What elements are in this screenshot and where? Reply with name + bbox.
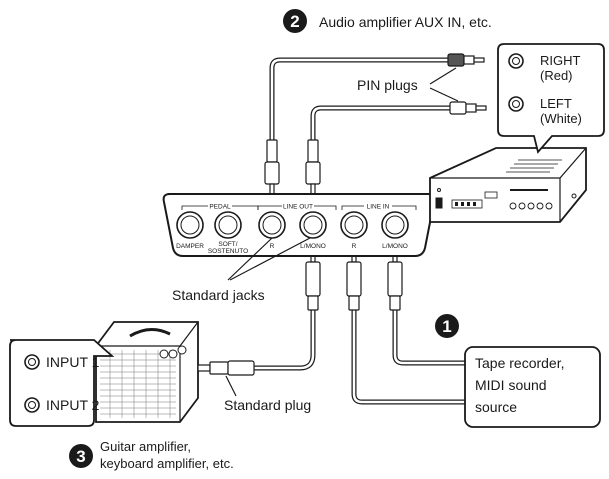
jack-label-line-in-l: L/MONO — [382, 243, 408, 250]
guitar-amplifier — [95, 321, 199, 423]
cable-line-out-l — [310, 105, 455, 151]
cables — [249, 57, 468, 405]
power-switch-icon — [435, 197, 443, 209]
jack-damper[interactable] — [176, 211, 204, 239]
jack-line-in-l-mono[interactable] — [381, 211, 409, 239]
line-in-group-label: LINE IN — [367, 204, 390, 211]
cable-line-in-l — [392, 305, 468, 366]
standard-jacks-annotation: Standard jacks — [172, 237, 311, 303]
callout-2-number: 2 — [290, 12, 299, 31]
amp-input-2: INPUT 2 — [24, 397, 100, 413]
standard-plug — [197, 360, 255, 376]
audio-amplifier — [429, 147, 587, 223]
amp-handle-icon — [129, 328, 171, 338]
standard-jacks-label: Standard jacks — [172, 287, 265, 303]
amp-input-1: INPUT 1 — [24, 354, 100, 370]
standard-plug-annotation: Standard plug — [224, 375, 311, 413]
callout-3: 3 Guitar amplifier, keyboard amplifier, … — [69, 439, 234, 471]
cable-to-guitar-amp — [249, 302, 316, 371]
jack-panel: PEDAL LINE OUT LINE IN — [162, 193, 436, 257]
callout-1-badge — [435, 314, 459, 338]
pin-plug-red — [447, 53, 485, 67]
aux-in-left: LEFT (White) — [508, 96, 582, 126]
pin-plugs-annotation: PIN plugs — [357, 67, 459, 102]
callout-2: 2 Audio amplifier AUX IN, etc. — [283, 9, 492, 33]
cable-line-out-r — [269, 57, 453, 151]
tape-recorder-label: Tape recorder, MIDI sound source — [475, 355, 568, 415]
pin-plug-white — [449, 101, 487, 115]
panel-plugs — [264, 139, 403, 311]
line-out-group-label: LINE OUT — [283, 204, 313, 211]
amp-input-bubble: INPUT 1 INPUT 2 — [9, 339, 115, 427]
jack-soft-sostenuto[interactable] — [214, 211, 242, 239]
jack-label-line-in-r: R — [352, 243, 357, 250]
aux-in-bubble: RIGHT (Red) LEFT (White) — [497, 43, 605, 154]
aux-left-label: LEFT — [540, 96, 572, 111]
jack-label-line-out-r: R — [270, 243, 275, 250]
callout-3-label: Guitar amplifier, keyboard amplifier, et… — [100, 439, 234, 471]
callout-1: 1 Tape recorder, MIDI sound source — [435, 314, 601, 428]
callout-2-label: Audio amplifier AUX IN, etc. — [319, 14, 492, 30]
standard-plug-label: Standard plug — [224, 397, 311, 413]
jack-label-line-out-l: L/MONO — [300, 243, 326, 250]
jack-label-damper: DAMPER — [176, 243, 204, 250]
pin-plugs-label: PIN plugs — [357, 77, 418, 93]
callout-1-number: 1 — [442, 317, 451, 336]
amp-input-1-label: INPUT 1 — [46, 354, 100, 370]
amp-input-2-label: INPUT 2 — [46, 397, 100, 413]
aux-left-color: (White) — [540, 111, 582, 126]
aux-in-right: RIGHT (Red) — [508, 53, 581, 83]
aux-right-color: (Red) — [540, 68, 573, 83]
jack-line-out-r[interactable] — [258, 211, 286, 239]
tape-recorder-box — [464, 346, 601, 428]
callout-2-badge — [283, 9, 307, 33]
jack-line-out-l-mono[interactable] — [299, 211, 327, 239]
callout-3-badge — [69, 444, 93, 468]
aux-right-label: RIGHT — [540, 53, 581, 68]
callout-3-number: 3 — [76, 447, 85, 466]
jack-line-in-r[interactable] — [340, 211, 368, 239]
jack-label-soft-sostenuto: SOFT/SOSTENUTO — [208, 241, 248, 255]
pedal-group-label: PEDAL — [209, 204, 231, 211]
